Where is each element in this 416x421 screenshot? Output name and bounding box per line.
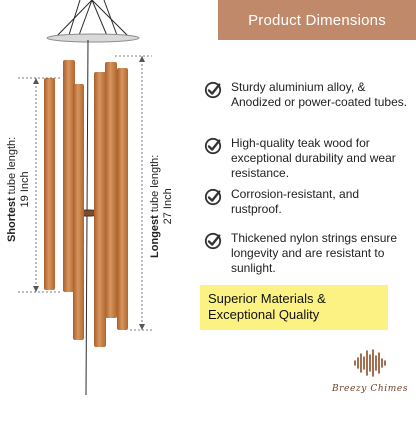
highlight-line-2: Exceptional Quality [208,307,320,322]
longest-dimension-arrows [139,56,145,330]
check-circle-icon [204,81,222,99]
longest-tube-label: Longest tube length: 27 Inch [149,155,175,258]
highlight-line-1: Superior Materials & [208,291,326,306]
check-circle-icon [204,137,222,155]
check-circle-icon [204,188,222,206]
brand-logo: Breezy Chimes [330,348,410,410]
shortest-dimension-line [18,77,62,293]
sound-wave-icon [354,349,386,377]
header-banner: Product Dimensions [218,0,416,40]
wind-chime-illustration [18,0,152,396]
shortest-rest: tube length: [6,136,18,198]
feature-text: Sturdy aluminium alloy, & Anodized or po… [231,80,408,109]
longest-dimension-line [115,55,152,331]
feature-text: Thickened nylon strings ensure longevity… [231,231,398,275]
center-string [85,39,89,396]
product-image [0,0,200,416]
feature-text: High-quality teak wood for exceptional d… [231,136,396,180]
highlight-box: Superior Materials & Exceptional Quality [200,285,388,330]
header-title: Product Dimensions [248,11,386,29]
brand-name: Breezy Chimes [331,384,409,394]
longest-rest: tube length: [149,154,161,216]
shortest-dimension-arrows [33,78,39,292]
longest-value: 27 Inch [162,188,174,225]
chime-tubes [44,60,128,347]
top-ring [46,33,140,43]
shortest-bold: Shortest [6,197,18,242]
feature-text: Corrosion-resistant, and rustproof. [231,187,360,216]
shortest-value: 19 Inch [19,171,31,208]
longest-bold: Longest [149,215,161,258]
shortest-tube-label: Shortest tube length: 19 Inch [6,137,32,242]
check-circle-icon [204,232,222,250]
hanging-strings [54,0,131,39]
